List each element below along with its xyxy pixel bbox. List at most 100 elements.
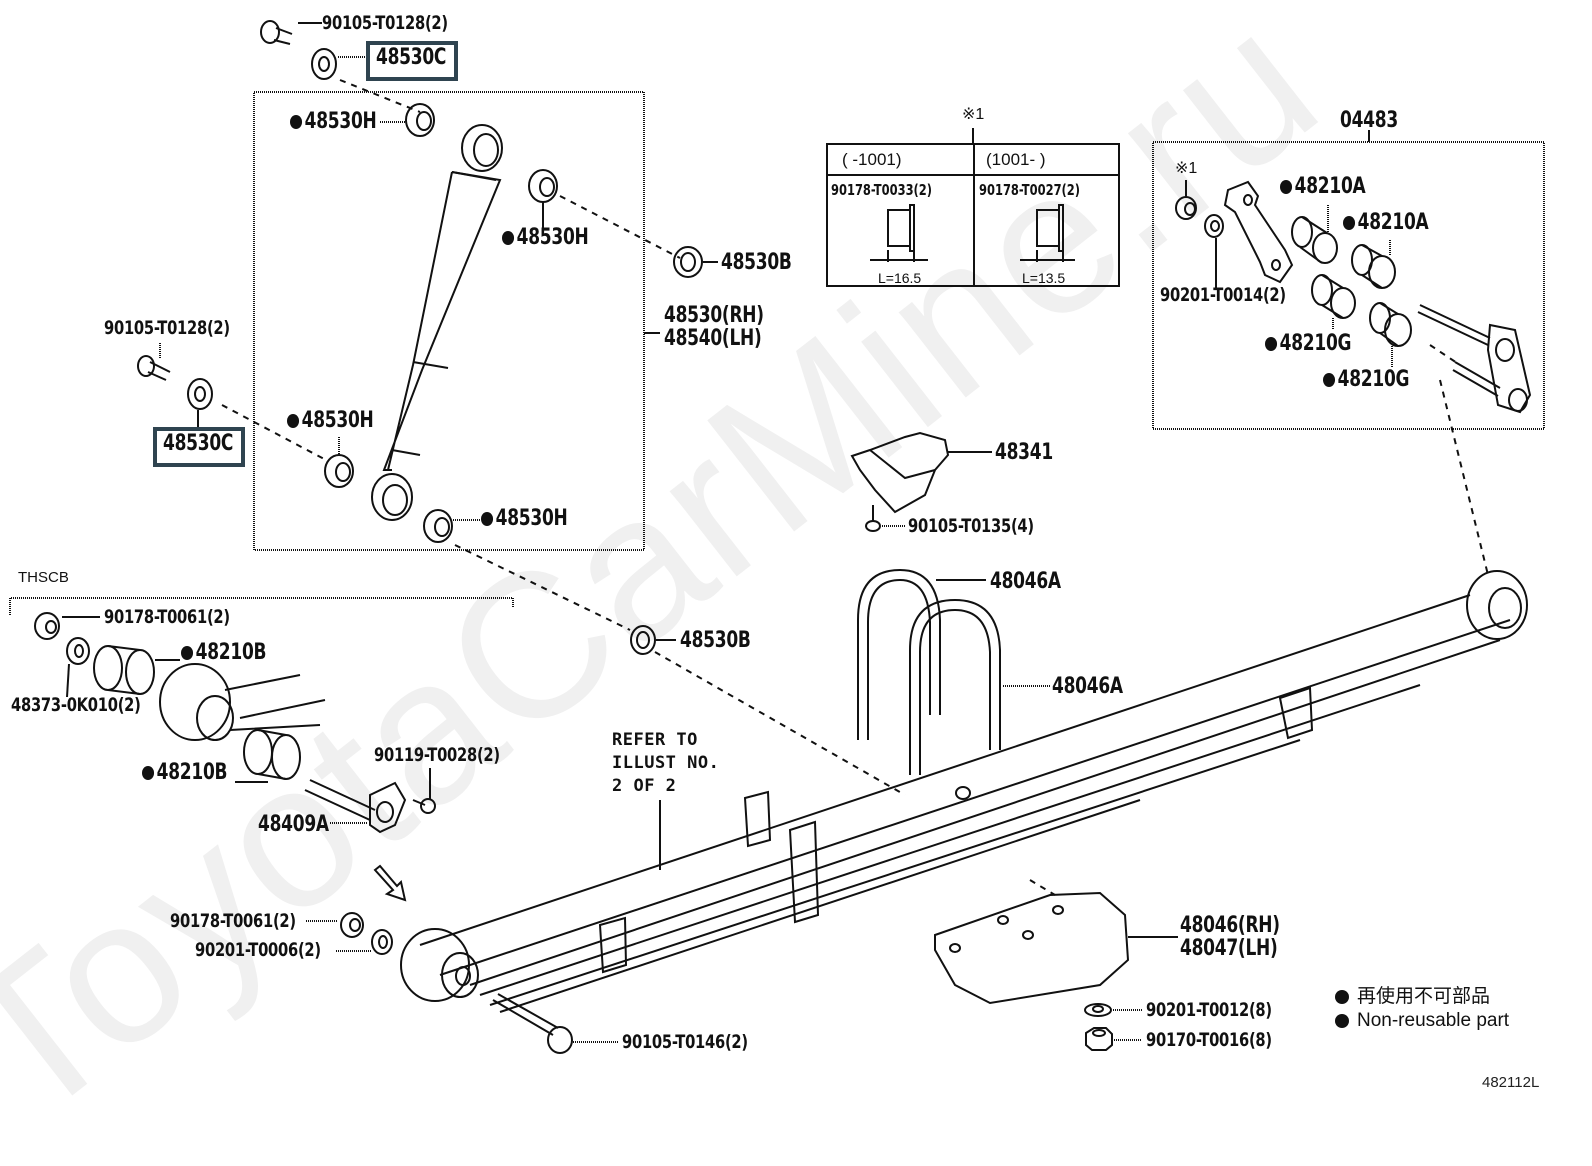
table-part-number[interactable]: 90178-T0033(2) <box>831 181 933 199</box>
part-label[interactable]: 90105-T0128(2) <box>322 12 448 34</box>
nonreusable-dot-icon <box>181 646 194 660</box>
part-label[interactable]: 90201-T0012(8) <box>1146 999 1272 1021</box>
part-label-nonreusable[interactable]: 48530H <box>502 227 589 249</box>
bushing-icon <box>1291 216 1338 264</box>
nut-icon <box>34 612 60 640</box>
nonreusable-dot-icon <box>1343 216 1356 230</box>
part-label[interactable]: 48530B <box>721 250 792 275</box>
nonreusable-dot-icon <box>1265 337 1278 351</box>
nonreusable-dot-icon <box>502 231 515 245</box>
part-label[interactable]: 48373-0K010(2) <box>11 694 141 716</box>
part-label[interactable]: 90105-T0146(2) <box>622 1031 748 1053</box>
table-part-number[interactable]: 90178-T0027(2) <box>979 181 1081 199</box>
diagram-code: 482112L <box>1482 1074 1540 1091</box>
shackle-plate-icon <box>1223 180 1294 284</box>
callout-table: ( -1001) (1001- ) 90178-T0033(2) 90178-T… <box>826 143 1120 287</box>
part-number: 48530H <box>516 225 589 250</box>
washer-icon <box>66 637 90 665</box>
part-label[interactable]: 90201-T0014(2) <box>1160 284 1286 306</box>
shock-absorber-icon <box>371 124 503 521</box>
part-label-nonreusable[interactable]: 48530H <box>287 410 374 432</box>
washer-icon <box>1204 214 1224 238</box>
washer-icon <box>630 625 656 655</box>
part-label[interactable]: 90201-T0006(2) <box>195 939 321 961</box>
shock-absorber-group-frame <box>253 91 645 551</box>
nut-icon <box>340 912 364 938</box>
bump-stopper-icon <box>850 431 950 514</box>
bolt-icon <box>260 20 293 45</box>
washer-icon <box>371 929 393 955</box>
legend-item: 再使用不可部品 <box>1335 985 1509 1009</box>
reference-note[interactable]: REFER TO ILLUST NO. 2 OF 2 <box>612 730 720 796</box>
part-label-nonreusable[interactable]: 48210B <box>142 760 228 785</box>
part-label-nonreusable[interactable]: 48210G <box>1323 369 1410 391</box>
part-label-highlighted[interactable]: 48530C <box>376 45 447 70</box>
nonreusable-dot-icon <box>142 766 155 780</box>
part-label-nonreusable[interactable]: 48530H <box>290 111 377 133</box>
shackle-bolt-icon <box>1417 304 1532 414</box>
part-number: 48530H <box>495 506 568 531</box>
part-label[interactable]: 90170-T0016(8) <box>1146 1029 1272 1051</box>
bushing-icon <box>1369 302 1412 347</box>
nonreusable-dot-icon <box>287 414 300 428</box>
table-range: ( -1001) <box>842 150 902 169</box>
callout-marker: ※1 <box>962 106 985 123</box>
leaf-spring-icon <box>400 570 1528 1013</box>
bolt-icon <box>865 505 881 532</box>
bushing-icon <box>1351 244 1396 289</box>
part-label-lh[interactable]: 48047(LH) <box>1180 936 1278 961</box>
washer-icon <box>673 246 703 278</box>
part-label[interactable]: 90105-T0135(4) <box>908 515 1034 537</box>
washer-icon <box>1084 1003 1112 1017</box>
nonreusable-dot-icon <box>1323 373 1336 387</box>
group-label-shackle-kit[interactable]: 04483 <box>1340 108 1398 133</box>
nonreusable-dot-icon <box>481 512 494 526</box>
bushing-icon <box>528 169 558 203</box>
part-label[interactable]: 48530B <box>680 628 751 653</box>
nonreusable-dot-icon <box>1335 990 1349 1004</box>
washer-icon <box>187 378 213 410</box>
group-label-rh[interactable]: 48530(RH) <box>664 303 764 328</box>
table-dimension: L=16.5 <box>878 270 922 286</box>
bushing-icon <box>93 645 155 695</box>
part-label-nonreusable[interactable]: 48530H <box>481 508 568 530</box>
thscb-bracket <box>9 597 514 615</box>
legend-text: 再使用不可部品 <box>1357 986 1491 1007</box>
table-range: (1001- ) <box>986 150 1046 169</box>
bolt-icon <box>492 993 573 1054</box>
part-label-nonreusable[interactable]: 48210G <box>1265 333 1352 355</box>
nonreusable-dot-icon <box>1280 180 1293 194</box>
highlight-box <box>153 427 245 467</box>
group-label-lh[interactable]: 48540(LH) <box>664 326 762 351</box>
part-number: 48210A <box>1294 174 1366 199</box>
u-bolt-icon <box>909 598 1001 775</box>
direction-arrow-icon <box>373 864 407 902</box>
legend-text: Non-reusable part <box>1357 1010 1510 1031</box>
part-label[interactable]: 90178-T0061(2) <box>104 606 230 628</box>
nonreusable-dot-icon <box>290 115 303 129</box>
legend-item: Non-reusable part <box>1335 1009 1509 1033</box>
bushing-icon <box>405 103 435 137</box>
part-label-nonreusable[interactable]: 48210B <box>181 640 267 665</box>
nut-icon <box>1175 196 1197 220</box>
part-label[interactable]: 48046A <box>1052 674 1123 699</box>
bushing-icon <box>324 454 354 488</box>
part-label-highlighted[interactable]: 48530C <box>163 431 234 456</box>
part-label[interactable]: 48046A <box>990 569 1061 594</box>
part-label[interactable]: 90105-T0128(2) <box>104 317 230 339</box>
part-label[interactable]: 90178-T0061(2) <box>170 910 296 932</box>
part-label-rh[interactable]: 48046(RH) <box>1180 913 1280 938</box>
part-label-nonreusable[interactable]: 48210A <box>1343 212 1429 234</box>
part-label[interactable]: 48341 <box>995 440 1053 465</box>
part-label[interactable]: 48409A <box>258 812 329 837</box>
legend: 再使用不可部品 Non-reusable part <box>1335 985 1509 1033</box>
spring-seat-icon <box>934 891 1130 1005</box>
nut-profile-icon <box>870 204 928 262</box>
nonreusable-dot-icon <box>1335 1014 1349 1028</box>
group-label-thscb: THSCB <box>18 569 69 586</box>
part-number: 48210B <box>156 760 228 785</box>
part-label[interactable]: 90119-T0028(2) <box>374 744 500 766</box>
part-label-nonreusable[interactable]: 48210A <box>1280 174 1366 199</box>
part-number: 48210B <box>195 640 267 665</box>
bolt-icon <box>412 798 436 814</box>
